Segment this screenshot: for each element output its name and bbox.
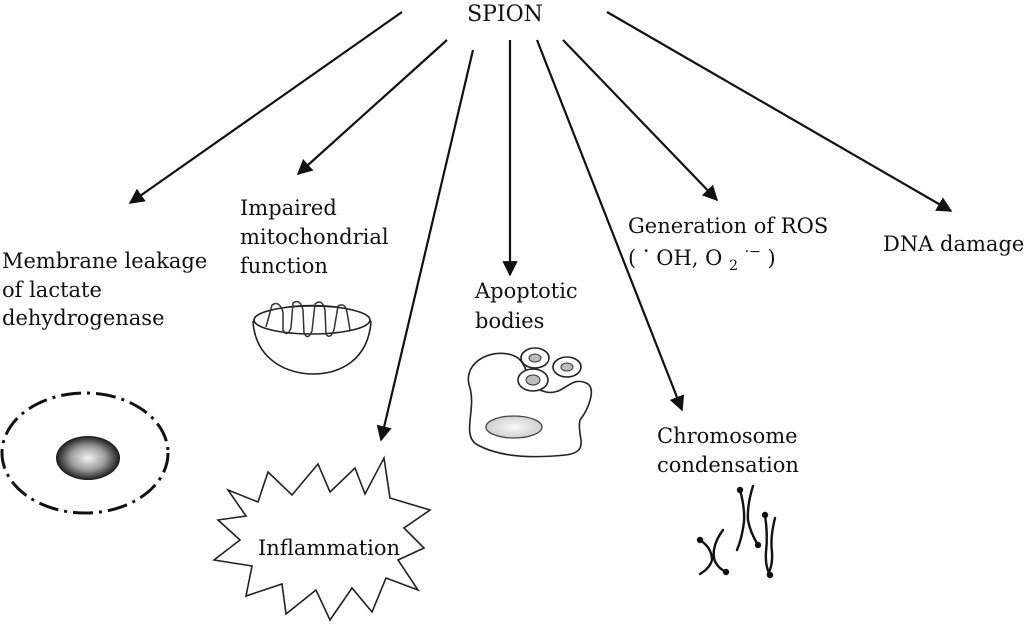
nucleus-icon [56,436,120,480]
vesicle-icon [485,415,543,439]
arrows [128,11,953,442]
spion-label: SPION [467,2,543,27]
arrow-icon [535,39,685,412]
chromosome-icon [696,484,777,579]
mito-label-line1: Impaired [240,196,337,220]
membrane-leakage-group: Membrane leakage of lactate dehydrogenas… [0,249,207,515]
chromosome-label-line1: Chromosome [657,424,798,448]
arrow-icon [606,11,953,212]
chromosome-group: Chromosome condensation [657,424,799,579]
membrane-label-line1: Membrane leakage [2,249,207,273]
ros-close-paren: ) [768,246,776,270]
ros-oh-text: OH, O [656,246,722,270]
inflammation-group: Inflammation [212,455,432,622]
ros-radical-dot: · [643,239,650,263]
apoptotic-cell-icon [467,347,593,458]
inflammation-label: Inflammation [258,536,400,560]
mito-label-line2: mitochondrial [240,225,389,249]
ros-subscript: 2 [729,258,738,274]
membrane-label-line2: of lactate [2,278,102,302]
ros-label-line2: ( · OH, O 2 ·− ) [628,237,776,275]
arrow-icon [296,39,448,176]
membrane-label-line3: dehydrogenase [2,306,165,330]
inflammation-burst-icon [212,455,432,622]
mito-label-line3: function [240,254,328,278]
apoptotic-label-line2: bodies [475,309,544,333]
chromosome-label-line2: condensation [657,453,799,477]
apoptotic-label-line1: Apoptotic [474,279,578,303]
apoptotic-group: Apoptotic bodies [467,279,593,458]
dna-damage-label: DNA damage [883,232,1024,256]
ros-label-line1: Generation of ROS [628,214,828,238]
cell-membrane-icon [0,391,170,515]
ros-group: Generation of ROS ( · OH, O 2 ·− ) [628,214,828,275]
ros-open-paren: ( [628,246,636,270]
arrow-icon [562,39,719,202]
arrow-icon [128,11,403,204]
mitochondrion-icon [252,300,372,375]
mitochondria-group: Impaired mitochondrial function [240,196,389,375]
arrow-icon [376,49,475,442]
ros-superscript: ·− [745,244,761,260]
